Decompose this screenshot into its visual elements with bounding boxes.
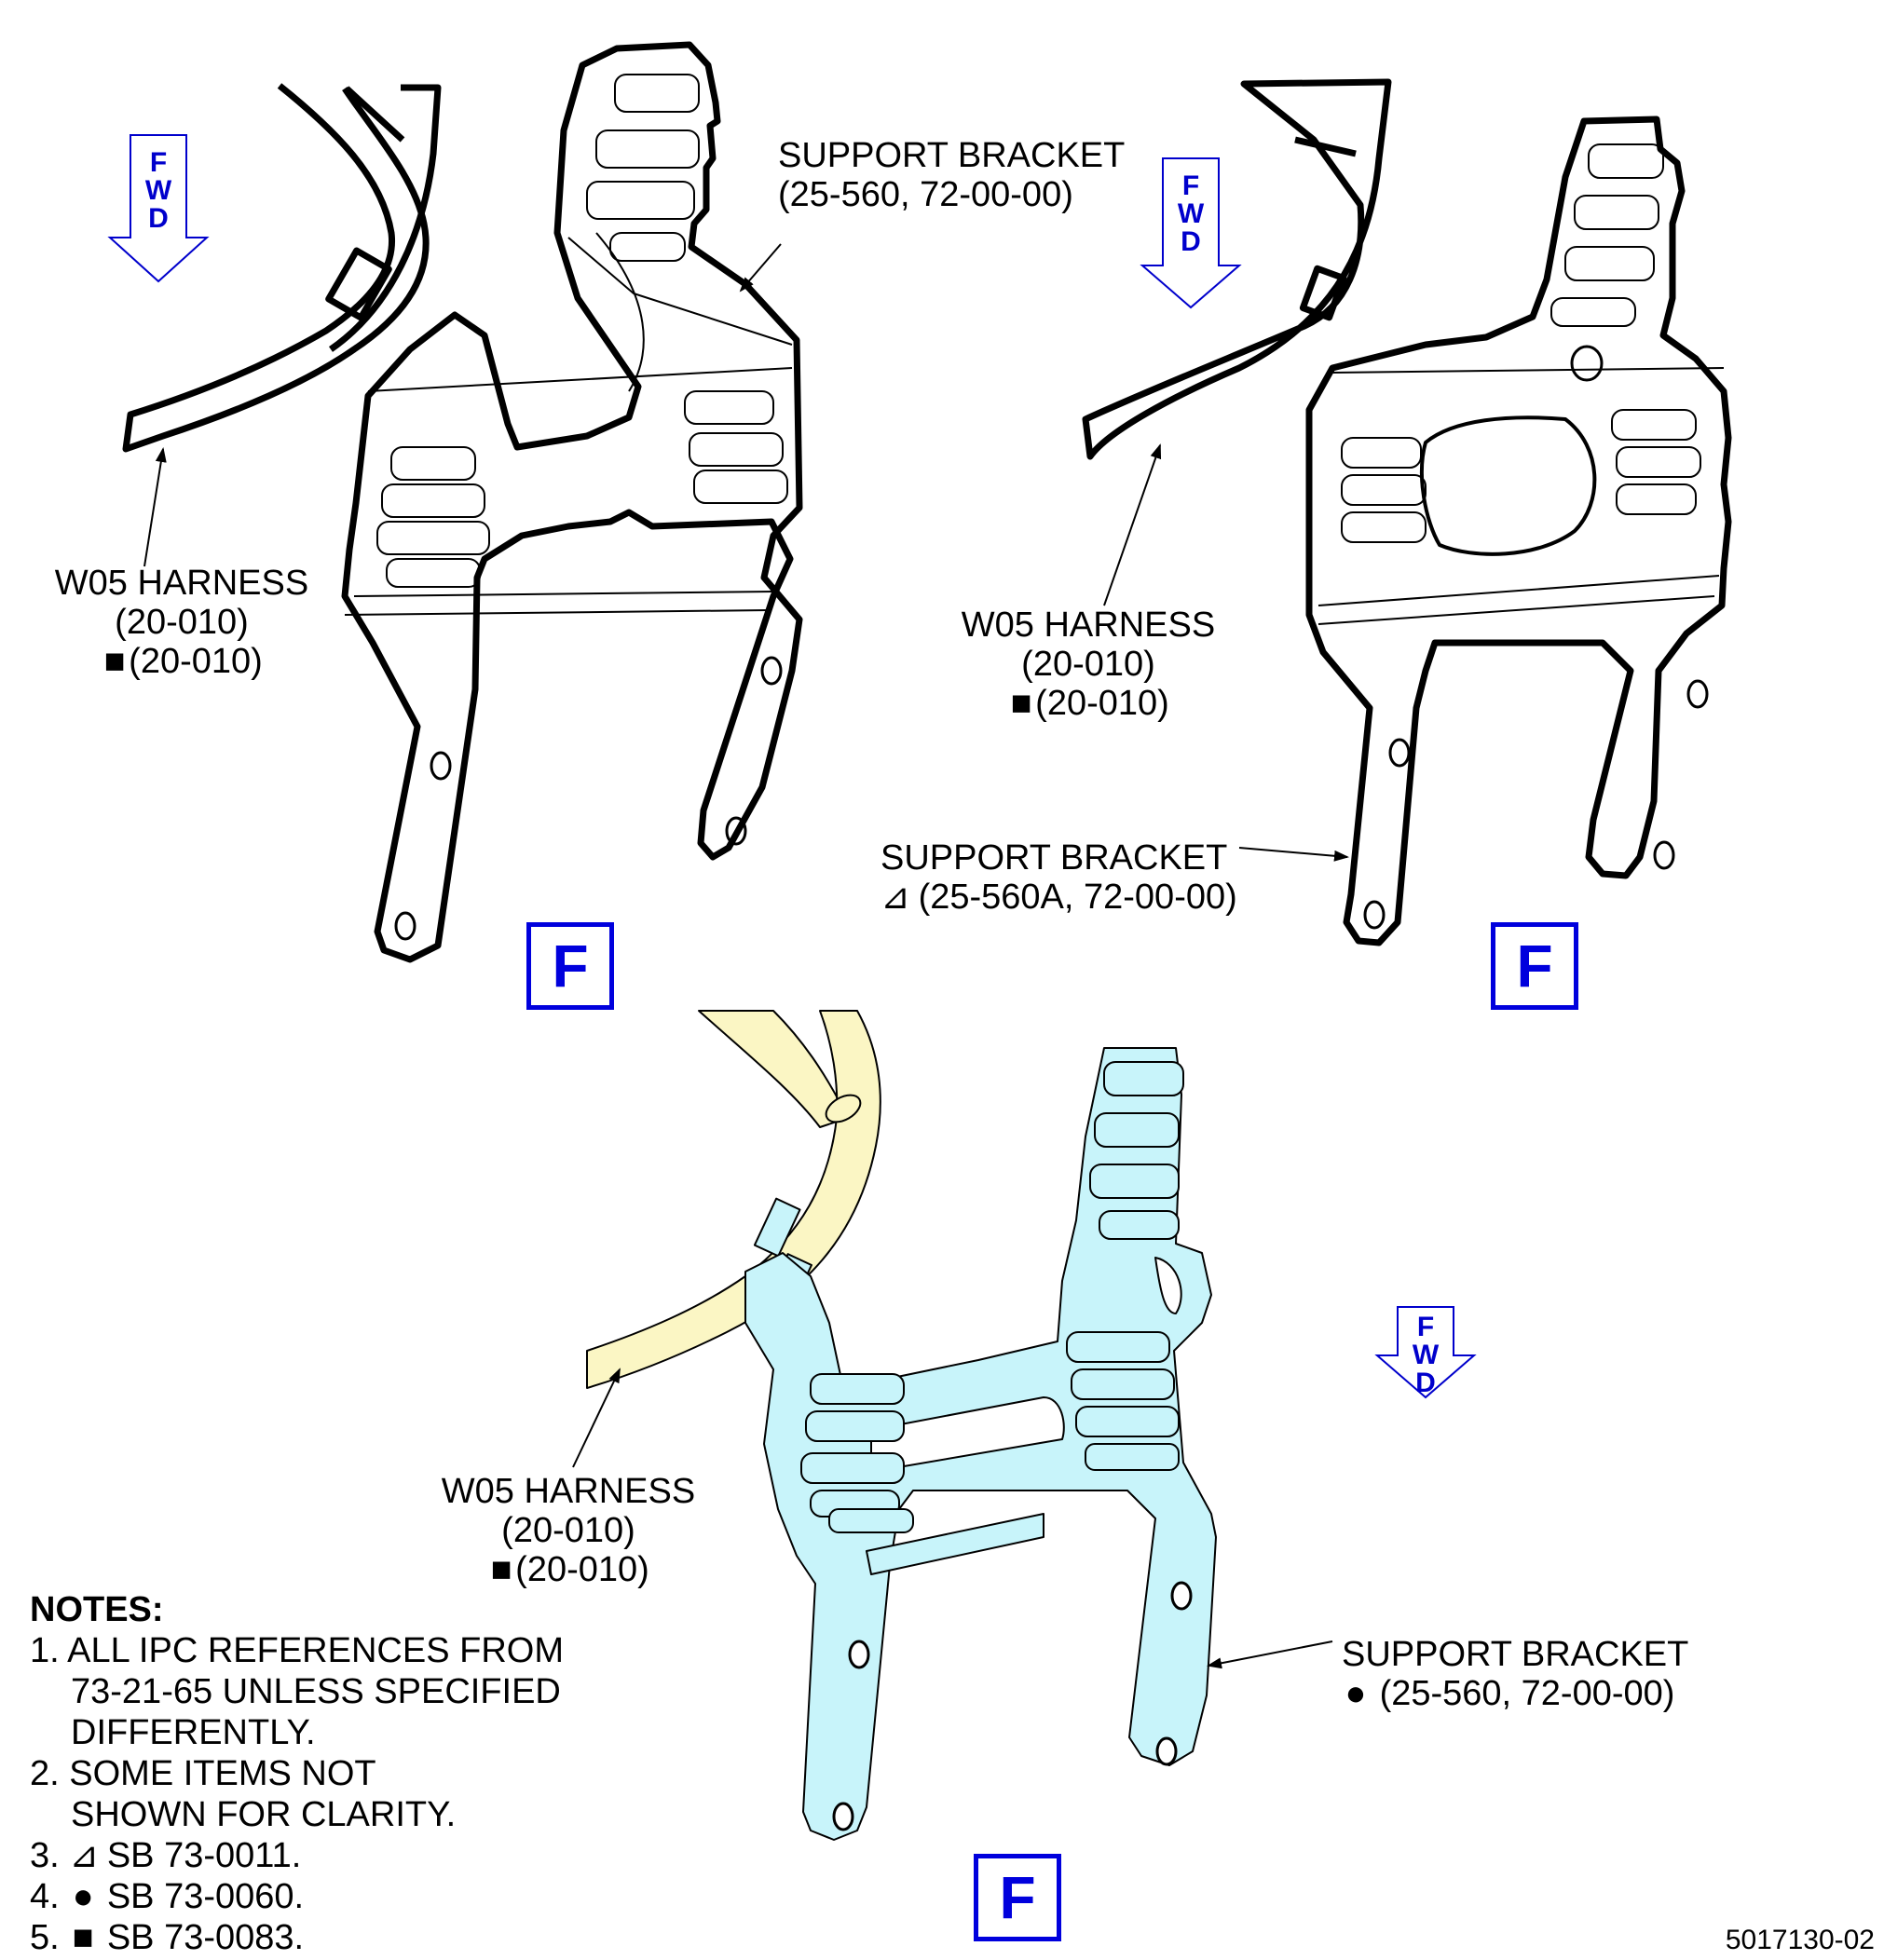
view-letter: F [1516, 932, 1553, 1000]
fwd-arrow-icon [1140, 157, 1242, 309]
w05-harness-drawing [586, 1010, 881, 1389]
triangle-symbol-icon: ⊿ [69, 1836, 100, 1875]
circle-symbol-icon: ● [1345, 1674, 1367, 1713]
fwd-label: F W D [144, 147, 172, 234]
view-letter-box: F [526, 922, 614, 1010]
circle-symbol-icon: ● [72, 1877, 94, 1916]
note-item: 2. SOME ITEMS NOT [30, 1754, 376, 1793]
fwd-label: F W D [1412, 1312, 1440, 1398]
harness-leader [143, 447, 167, 567]
harness-callout: W05 HARNESS (20-010) ■(20-010) [54, 564, 309, 681]
triangle-symbol-icon: ⊿ [881, 878, 910, 917]
w05-harness-drawing [1082, 78, 1392, 460]
view-letter-box: F [974, 1854, 1061, 1941]
square-symbol-icon: ■ [72, 1918, 94, 1957]
view-letter: F [999, 1864, 1036, 1931]
view-top-left [107, 41, 803, 963]
note-item: 1. ALL IPC REFERENCES FROM [30, 1631, 564, 1670]
notes-block: NOTES: 1. ALL IPC REFERENCES FROM 73-21-… [30, 1589, 564, 1958]
note-item: 3. ⊿ SB 73-0011. [30, 1836, 302, 1875]
view-letter: F [552, 932, 589, 1000]
support-bracket-callout: SUPPORT BRACKET (25-560, 72-00-00) [778, 136, 1126, 214]
fwd-arrow-icon [1374, 1306, 1477, 1399]
note-item-continuation: DIFFERENTLY. [71, 1713, 316, 1752]
support-bracket-leader [1238, 847, 1349, 862]
support-bracket-leader [1207, 1640, 1333, 1669]
harness-leader [1103, 443, 1162, 606]
notes-title: NOTES: [30, 1590, 164, 1629]
fwd-label: F W D [1177, 170, 1205, 257]
view-letter-box: F [1491, 922, 1578, 1010]
square-symbol-icon: ■ [490, 1550, 512, 1589]
view-bottom [572, 1010, 1477, 1841]
drawing-id: 5017130-02 [1725, 1925, 1875, 1955]
note-item-continuation: SHOWN FOR CLARITY. [71, 1795, 457, 1834]
support-bracket-drawing [1305, 116, 1732, 946]
square-symbol-icon: ■ [1010, 684, 1032, 723]
note-item: 4. ● SB 73-0060. [30, 1877, 305, 1916]
fwd-arrow-icon [107, 134, 210, 283]
support-bracket-leader [739, 243, 782, 293]
support-bracket-callout: SUPPORT BRACKET ⊿ (25-560A, 72-00-00) [881, 838, 1237, 917]
note-item-continuation: 73-21-65 UNLESS SPECIFIED [71, 1672, 561, 1711]
support-bracket-drawing [744, 1047, 1217, 1841]
harness-callout: W05 HARNESS (20-010) ■(20-010) [961, 606, 1216, 723]
w05-harness-drawing [122, 83, 442, 453]
harness-leader [572, 1368, 621, 1468]
support-bracket-callout: SUPPORT BRACKET ● (25-560, 72-00-00) [1342, 1635, 1689, 1713]
support-bracket-drawing [341, 41, 803, 963]
harness-callout: W05 HARNESS (20-010) ■(20-010) [441, 1472, 696, 1589]
view-top-right [1082, 78, 1732, 946]
square-symbol-icon: ■ [103, 642, 126, 681]
note-item: 5. ■ SB 73-0083. [30, 1918, 305, 1957]
